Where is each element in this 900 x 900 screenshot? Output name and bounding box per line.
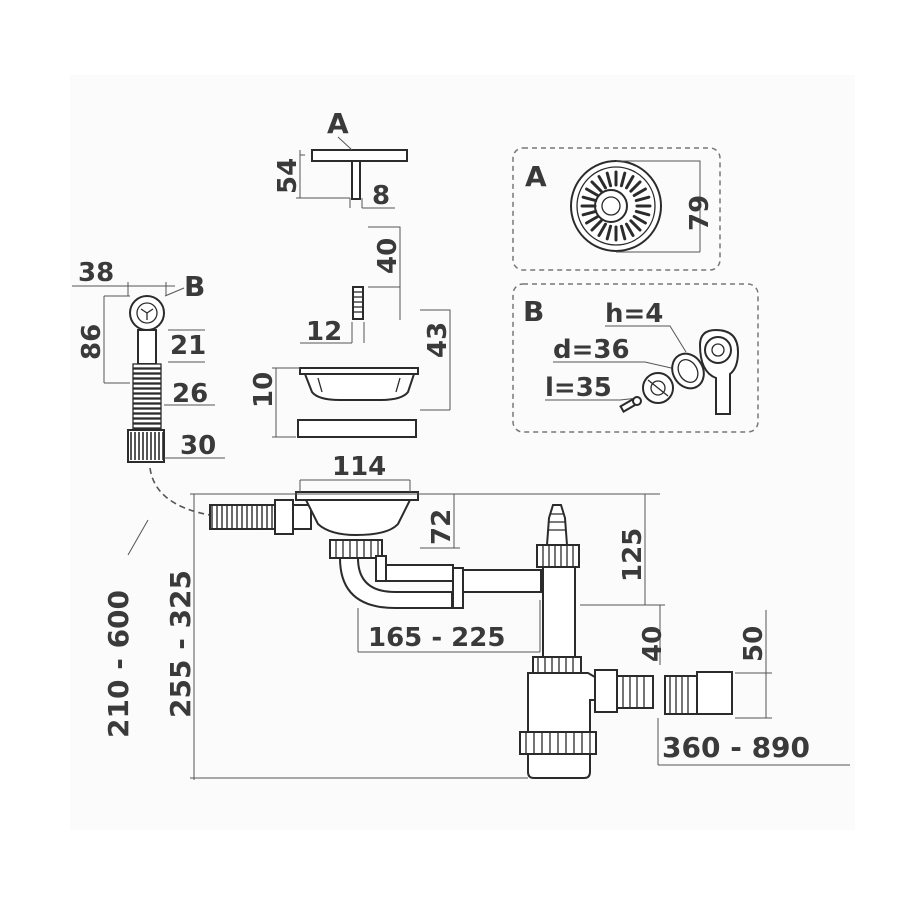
dim-40-screw: 40 (373, 238, 403, 274)
dim-86: 86 (77, 324, 107, 360)
label-b-side: B (184, 270, 205, 303)
label-a-top: A (327, 107, 349, 140)
dim-50: 50 (739, 626, 769, 662)
dim-255-325: 255 - 325 (164, 570, 197, 718)
dim-30: 30 (180, 431, 216, 461)
dim-125: 125 (618, 528, 648, 582)
dim-38: 38 (78, 258, 114, 288)
dim-lines-main (190, 493, 850, 780)
dim-21: 21 (170, 331, 206, 361)
spec-d: d=36 (553, 335, 630, 365)
spec-h: h=4 (605, 299, 663, 329)
strainer-plug-part (311, 149, 408, 200)
dim-165-225: 165 - 225 (368, 623, 505, 653)
dim-40-outlet: 40 (638, 626, 668, 662)
dim-12: 12 (306, 317, 342, 347)
dim-210-600: 210 - 600 (102, 590, 135, 738)
dim-54: 54 (273, 158, 303, 194)
label-a-box: A (525, 160, 547, 193)
dim-114: 114 (332, 452, 386, 482)
dim-lines-screw (300, 226, 401, 344)
dim-lines-overflow (72, 282, 225, 459)
label-b-box: B (523, 295, 544, 328)
dim-72: 72 (427, 509, 457, 545)
dim-lines-79 (616, 160, 701, 253)
dim-43: 43 (423, 322, 453, 358)
dim-26: 26 (172, 379, 208, 409)
dim-360-890: 360 - 890 (662, 731, 810, 764)
strainer-basket-part (299, 367, 419, 401)
spec-l: l=35 (545, 373, 612, 403)
overflow-assembly-part (127, 295, 165, 463)
main-drain-assembly (209, 491, 733, 779)
detail-box-b (512, 283, 759, 433)
overflow-parts-detail (619, 328, 740, 415)
strainer-grate-detail (570, 160, 662, 252)
dim-lines-basket (272, 309, 451, 438)
dim-10: 10 (249, 372, 279, 408)
dim-79: 79 (685, 195, 715, 231)
sealing-gasket-part (297, 419, 417, 438)
dim-8: 8 (372, 181, 390, 211)
dim-lines-plug (296, 150, 395, 209)
dim-line-114 (299, 479, 411, 492)
dim-leader-210 (127, 519, 149, 556)
center-screw-part (352, 286, 364, 320)
overflow-hose-dashed (149, 467, 211, 516)
detail-box-a (512, 147, 721, 271)
